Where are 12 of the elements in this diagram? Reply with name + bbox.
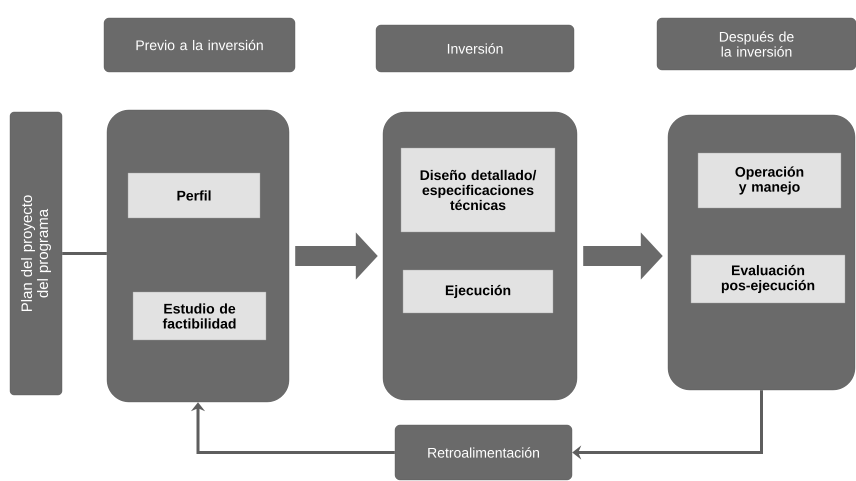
step-box: Perfil	[128, 172, 260, 218]
phase-header: Inversión	[376, 24, 574, 72]
phase-header: Previo a la inversión	[104, 18, 296, 72]
step-box: Estudio de factibilidad	[132, 292, 266, 340]
side-bar: Plan del proyecto del programa	[10, 112, 62, 396]
step-box: Ejecución	[402, 270, 554, 314]
step-box: Evaluación pos-ejecución	[690, 254, 846, 304]
step-box: Diseño detallado/ especificaciones técnicas	[400, 148, 556, 232]
step-box: Operación y manejo	[698, 152, 842, 208]
phase-header: Después de la inversión	[656, 18, 856, 70]
connector-line	[62, 252, 107, 255]
phase-header: Retroalimentación	[394, 424, 572, 480]
